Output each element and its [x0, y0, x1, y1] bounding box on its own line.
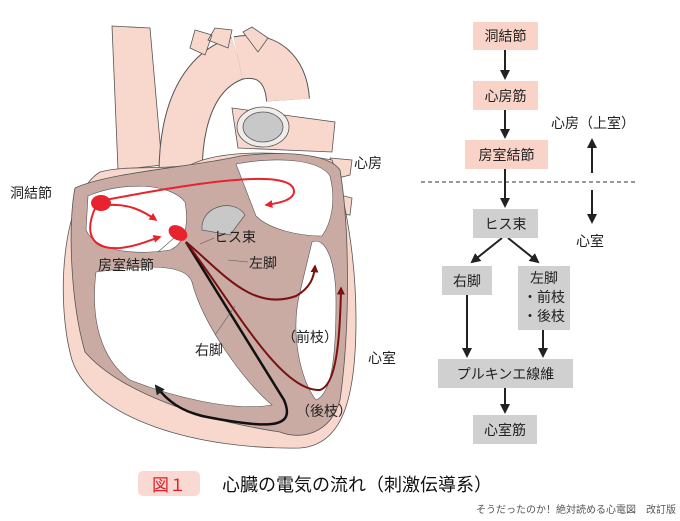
av-node [168, 225, 188, 241]
flow-node-ventricular-muscle: 心室筋 [473, 415, 537, 444]
flow-node-left-bundle: 左脚 ・前枝 ・後枝 [518, 266, 570, 330]
label-atrium: 心房 [354, 156, 382, 172]
posterior-fascicle-label: ・後枝 [523, 308, 565, 325]
great-vessels [111, 25, 353, 260]
flow-node-his-bundle: ヒス束 [473, 209, 538, 238]
label-his-bundle: ヒス束 [214, 230, 256, 246]
right-ventricle [94, 266, 273, 407]
flow-node-atrial-muscle: 心房筋 [473, 81, 538, 110]
aortic-valve [201, 205, 246, 236]
flowchart-arrows [462, 50, 597, 414]
flow-node-av-node: 房室結節 [465, 140, 548, 169]
sa-node [91, 195, 111, 211]
label-av-node: 房室結節 [98, 257, 154, 274]
conduction-paths [89, 177, 345, 426]
flow-label-atrium-supraventricular: 心房（上室） [551, 116, 635, 132]
flow-node-sa-node: 洞結節 [473, 22, 538, 50]
flow-node-right-bundle: 右脚 [442, 266, 492, 295]
flow-label-ventricle: 心室 [576, 234, 604, 250]
label-sa-node: 洞結節 [10, 185, 52, 202]
label-posterior-fascicle: （後枝） [296, 404, 352, 420]
left-bundle-label: 左脚 [530, 270, 558, 287]
flow-node-purkinje-fibers: プルキンエ線維 [438, 359, 573, 388]
figure-number-badge: 図１ [138, 471, 200, 496]
anterior-fascicle-label: ・前枝 [523, 289, 565, 306]
label-left-bundle: 左脚 [249, 256, 277, 272]
figure-title: 心臓の電気の流れ（刺激伝導系） [222, 475, 492, 496]
label-anterior-fascicle: （前枝） [282, 329, 338, 346]
label-right-bundle: 右脚 [195, 343, 223, 359]
source-credit: そうだったのか！絶対読める心電図 改訂版 [476, 505, 676, 516]
label-ventricle: 心室 [368, 350, 396, 367]
